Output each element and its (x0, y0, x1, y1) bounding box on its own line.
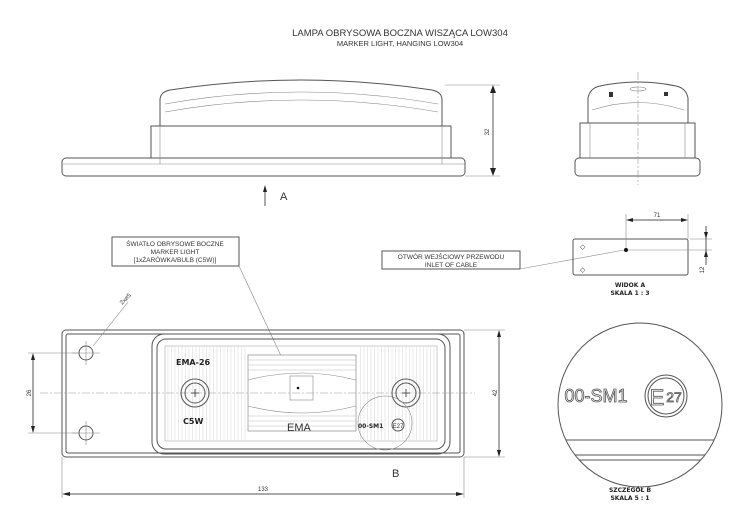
lens-model-text: EMA-26 (176, 358, 211, 367)
emark-letter: E (650, 385, 665, 410)
side-view (574, 72, 701, 185)
dim-width: 42 (493, 389, 499, 396)
plan-view: 2x⌀5 EMA-26 C5W EMA 00-SM1 E27 B 26 42 (27, 292, 505, 498)
lens-approval-text: 00-SM1 (358, 423, 383, 430)
dim-length: 133 (258, 487, 269, 493)
screw-right (391, 378, 421, 408)
screw-left (180, 378, 210, 408)
callout-line: [1xŻARÓWKA/BULB (C5W)] (134, 255, 217, 264)
svg-text:◇: ◇ (580, 267, 586, 274)
lens-ribs (167, 347, 435, 440)
callout-cable-inlet: OTWÓR WEJŚCIOWY PRZEWODU INLET OF CABLE (381, 249, 625, 270)
lens-emark-text: E27 (393, 424, 404, 430)
callout-line: ŚWIATŁO OBRYSOWE BOCZNE (126, 239, 224, 248)
callout-line: OTWÓR WEJŚCIOWY PRZEWODU (398, 252, 505, 261)
front-view: 32 A (61, 79, 500, 206)
dim-71: 71 (654, 213, 661, 219)
svg-text:◇: ◇ (580, 244, 586, 251)
drawing-title: LAMPA OBRYSOWA BOCZNA WISZĄCA LOW304 (292, 28, 508, 39)
callout-line: INLET OF CABLE (425, 262, 478, 269)
emark-number: 27 (666, 389, 682, 405)
detail-b: 00-SM1 E 27 SZCZEGÓŁ B SKALA 5 : 1 (557, 322, 723, 502)
view-a-scale: SKALA 1 : 3 (610, 290, 649, 297)
view-arrow-a-label: A (280, 191, 288, 203)
callout-line: MARKER LIGHT (151, 249, 200, 256)
detail-b-scale: SKALA 5 : 1 (610, 495, 649, 502)
dim-holes: 26 (27, 389, 33, 396)
view-a-label: WIDOK A (615, 282, 646, 289)
dim-height: 32 (485, 128, 491, 135)
detail-approval-text: 00-SM1 (564, 386, 627, 406)
detail-b-label: SZCZEGÓŁ B (609, 487, 651, 494)
drawing-subtitle: MARKER LIGHT, HANGING LOW304 (337, 39, 463, 48)
detail-b-marker: B (392, 468, 399, 480)
lens-brand-text: EMA (287, 422, 312, 434)
lens-bulb-text: C5W (183, 417, 203, 426)
view-a: ◇ ◇ 71 12 WIDOK A SKALA 1 : 3 (572, 213, 712, 297)
dim-12: 12 (700, 266, 706, 273)
